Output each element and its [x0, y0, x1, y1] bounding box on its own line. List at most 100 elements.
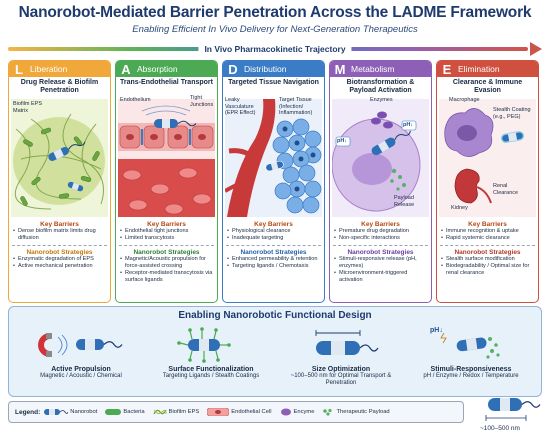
legend: Legend: Nanorobot Bacteria Biofilm EPS E… — [8, 401, 464, 423]
legend-label: Biofilm EPS — [168, 409, 200, 415]
key-barriers-title: Key Barriers — [468, 221, 507, 228]
stage-metabolism: M Metabolism Biotransformation & Payload… — [329, 60, 432, 303]
barrier-item: Immune recognition & uptake — [440, 228, 535, 235]
barrier-item: Dense biofilm matrix limits drug diffusi… — [12, 228, 107, 242]
stage-name: Elimination — [458, 64, 500, 74]
stage-subtitle: Trans-Endothelial Transport — [120, 79, 213, 86]
trajectory-arrow-head — [530, 42, 542, 56]
renal-clearance-label: Renal Clearance — [493, 183, 519, 196]
strategy-item: Enhanced permeability & retention — [226, 256, 321, 263]
ph-label-2: pH↓ — [403, 122, 414, 128]
strategy-item: Receptor-mediated transcytosis via surfa… — [119, 270, 214, 284]
strategy-item: Enzymatic degradation of EPS — [12, 256, 107, 263]
feature-desc: Targeting Ligands / Stealth Coatings — [162, 373, 260, 379]
stage-name: Metabolism — [351, 64, 395, 74]
legend-item-nanorobot: Nanorobot — [44, 408, 97, 416]
stage-absorption: A Absorption Trans-Endothelial Transport — [115, 60, 218, 303]
functional-design-panel: Enabling Nanorobotic Functional Design A… — [8, 306, 542, 397]
barrier-item: Physiological clearance — [226, 228, 321, 235]
legend-label: Bacteria — [123, 409, 145, 415]
strategy-item: Active mechanical penetration — [12, 263, 107, 270]
barrier-item: Limited transcytosis — [119, 235, 214, 242]
ph-tag: pH↓ — [430, 327, 443, 334]
strategies-title: Nanorobot Strategies — [133, 249, 200, 256]
tight-junctions-label: Tight Junctions — [190, 95, 214, 108]
barrier-item: Inadequate targeting — [226, 235, 321, 242]
stage-header: A Absorption — [116, 61, 217, 77]
stage-text: Key Barriers Dense biofilm matrix limits… — [12, 221, 107, 270]
endothelium-illustration: Endothelium Tight Junctions — [118, 95, 215, 217]
vasculature-illustration: Leaky Vasculature (EPR Effect) Target Ti… — [225, 97, 322, 217]
ligand-robot-icon — [177, 327, 231, 363]
strategies-title: Nanorobot Strategies — [454, 249, 521, 256]
strategies-title: Nanorobot Strategies — [26, 249, 93, 256]
divider — [226, 245, 321, 246]
key-barriers-title: Key Barriers — [254, 221, 293, 228]
main-title: Nanorobot-Mediated Barrier Penetration A… — [18, 4, 532, 21]
legend-item-endothelial: Endothelial Cell — [207, 408, 272, 416]
scale-label: ~100–500 nm — [480, 425, 520, 432]
stage-name: Liberation — [30, 64, 68, 74]
stage-subtitle: Targeted Tissue Navigation — [228, 79, 319, 86]
enzymes-label: Enzymes — [370, 97, 393, 103]
legend-label: Endothelial Cell — [231, 409, 272, 415]
main-subtitle: Enabling Efficient In Vivo Delivery for … — [132, 24, 418, 35]
stage-header: M Metabolism — [330, 61, 431, 77]
stage-text: Key Barriers Premature drug degradation … — [333, 221, 428, 284]
size-robot-icon — [315, 330, 379, 355]
barrier-item: Endothelial tight junctions — [119, 228, 214, 235]
scale-nanorobot-icon — [485, 398, 541, 421]
ph-label-1: pH↓ — [337, 138, 348, 144]
biofilm-icon — [153, 409, 167, 415]
stage-elimination: E Elimination Clearance & Immune Evasion… — [436, 60, 539, 303]
payload-icon — [323, 408, 333, 416]
barrier-item: Non-specific interactions — [333, 235, 428, 242]
strategy-item: Magnetic/Acoustic propulsion for force-a… — [119, 256, 214, 270]
stage-name: Absorption — [137, 64, 178, 74]
stealth-coating-label: Stealth Coating (e.g., PEG) — [493, 107, 531, 120]
macrophage-label: Macrophage — [449, 97, 480, 103]
biofilm-illustration: Biofilm EPS Matrix — [11, 99, 108, 217]
leaky-vasculature-label: Leaky Vasculature (EPR Effect) — [225, 97, 256, 116]
stage-letter: A — [121, 61, 131, 77]
divider — [440, 245, 535, 246]
key-barriers-title: Key Barriers — [40, 221, 79, 228]
feature-stimuli-responsiveness: pH↓ Stimuli-Responsiveness pH / Enzyme /… — [411, 325, 531, 380]
nanorobot-icon — [44, 409, 69, 415]
strategy-item: Stealth surface modification — [440, 256, 535, 263]
feature-title: Active Propulsion — [51, 366, 111, 373]
stage-subtitle: Clearance & Immune Evasion — [452, 79, 523, 94]
stage-letter: E — [442, 61, 452, 77]
biofilm-label: Biofilm EPS Matrix — [13, 101, 43, 114]
feature-desc: ~100–500 nm for Optimal Transport & Pene… — [290, 373, 392, 386]
trajectory-arrow: In Vivo Pharmacokinetic Trajectory — [8, 42, 542, 56]
stage-subtitle: Biotransformation & Payload Activation — [346, 79, 415, 94]
legend-label: Nanorobot — [70, 409, 98, 415]
payload-release-label: Payload Release — [394, 195, 415, 208]
stage-liberation: L Liberation Drug Release & Biofilm Pene… — [8, 60, 111, 303]
strategies-title: Nanorobot Strategies — [240, 249, 307, 256]
stage-name: Distribution — [244, 64, 287, 74]
strategy-item: Stimuli-responsive release (pH, enzymes) — [333, 256, 428, 270]
stage-letter: M — [334, 61, 346, 77]
stage-header: L Liberation — [9, 61, 110, 77]
target-tissue-label: Target Tissue (Infection/ Inflammation) — [279, 97, 313, 116]
divider — [12, 245, 107, 246]
stage-letter: L — [15, 61, 23, 77]
metabolism-illustration: Enzymes pH↓ pH↓ Payload Release — [332, 97, 429, 217]
functional-design-title: Enabling Nanorobotic Functional Design — [178, 310, 372, 321]
stage-header: E Elimination — [437, 61, 538, 77]
feature-title: Surface Functionalization — [168, 366, 254, 373]
key-barriers-title: Key Barriers — [361, 221, 400, 228]
enzyme-icon — [280, 408, 291, 416]
legend-item-biofilm: Biofilm EPS — [153, 408, 200, 416]
stage-subtitle: Drug Release & Biofilm Penetration — [20, 79, 99, 94]
stage-distribution: D Distribution Targeted Tissue Navigatio… — [222, 60, 325, 303]
legend-label: Therapeutic Payload — [336, 409, 390, 415]
stage-text: Key Barriers Immune recognition & uptake… — [440, 221, 535, 277]
trajectory-label: In Vivo Pharmacokinetic Trajectory — [198, 42, 352, 56]
legend-title: Legend: — [15, 408, 41, 416]
feature-desc: Magnetic / Acoustic / Chemical — [40, 373, 122, 379]
legend-item-payload: Therapeutic Payload — [322, 408, 390, 416]
stage-text: Key Barriers Physiological clearance Ina… — [226, 221, 321, 270]
